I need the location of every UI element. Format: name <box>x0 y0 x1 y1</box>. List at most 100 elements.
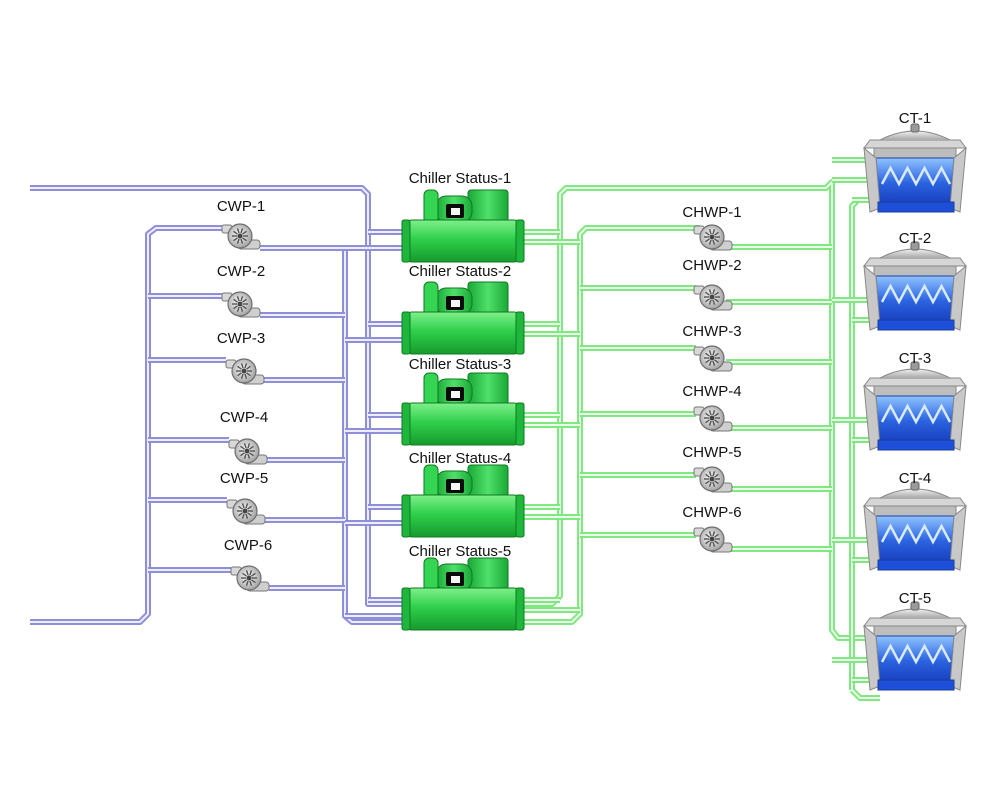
chiller-3-label: Chiller Status-3 <box>408 356 512 373</box>
cwp-2-label: CWP-2 <box>216 263 266 280</box>
ct-3-tower-icon-basin <box>877 439 955 451</box>
chwp-5-pump-icon-vane <box>712 481 716 487</box>
cwp-1-pump-icon-vane <box>233 237 238 242</box>
cwp-4-label: CWP-4 <box>219 409 269 426</box>
chwp-5-pump-icon-vane <box>705 473 710 478</box>
chwp-4-pump-icon-vane <box>705 412 710 417</box>
chwp-4-pump-icon-vane <box>714 412 719 417</box>
ct-4-tower-icon-spray-pattern <box>880 523 952 545</box>
cwp-4-pump-icon-vane <box>247 453 251 459</box>
chwp-5-pump-icon-vane <box>712 471 716 477</box>
ct-4-tower-icon-fan-motor <box>910 481 920 491</box>
chiller-5-label: Chiller Status-5 <box>408 543 512 560</box>
chwp-6-pump-icon-vane <box>712 541 716 547</box>
condenser-water-pipes <box>30 185 405 625</box>
chwp-3-pump-icon <box>693 345 733 372</box>
cwp-4-pump-icon-vane <box>249 445 254 450</box>
cwp-4-pump-icon-vane <box>247 443 251 449</box>
chwp-4-pump-icon-vane <box>712 420 716 426</box>
chiller-2-icon-end-cap-right <box>515 311 525 355</box>
chwp-2-pump-icon-vane <box>712 289 716 295</box>
chwp-4-pump-icon-vane <box>714 419 719 424</box>
chwp-5-pump-icon-vane <box>708 471 712 477</box>
ct-1-tower-icon-deck <box>863 139 967 149</box>
cwp-6-pump-icon-hub <box>246 575 252 581</box>
chwp-3-pump-icon-vane <box>705 352 710 357</box>
chwp-5-pump-icon-vane <box>708 481 712 487</box>
cwp-3-pump-icon-vane <box>246 365 251 370</box>
ct-3-tower-icon-spray-pattern <box>880 403 952 425</box>
ct-4-tower-icon-deck <box>863 497 967 507</box>
chiller-3-icon-control-panel <box>467 372 509 406</box>
ct-5-tower-icon <box>863 601 967 691</box>
ct-3-tower-icon-deck <box>863 377 967 387</box>
ct-2-label: CT-2 <box>898 230 932 247</box>
chwp-5-pump-icon-hub <box>709 476 715 482</box>
ct-2-tower-icon <box>863 241 967 331</box>
cw-return-main-outer <box>30 225 222 625</box>
chilled-water-pipes <box>518 157 880 701</box>
chiller-1-icon-end-cap-right <box>515 219 525 263</box>
cwp-1-pump-icon-vane <box>242 237 247 242</box>
cwp-6-pump-icon-vane <box>245 580 249 586</box>
cwp-6-pump-icon <box>230 565 270 592</box>
chwp-2-pump-icon-vane <box>705 291 710 296</box>
ct-4-tower-icon <box>863 481 967 571</box>
chwp-6-pump-icon-vane <box>708 541 712 547</box>
chwp-3-pump-icon-vane <box>705 359 710 364</box>
chwp-2-pump-icon-vane <box>705 298 710 303</box>
chiller-5-icon <box>401 557 525 631</box>
ct-5-tower-icon-deck <box>863 617 967 627</box>
chwp-3-pump-icon-vane <box>708 360 712 366</box>
cwp-4-pump-icon-vane <box>240 452 245 457</box>
ct-5-tower-icon-spray-pattern <box>880 643 952 665</box>
chwp-5-pump-icon-vane <box>714 473 719 478</box>
chiller-2-icon-end-cap-left <box>401 311 411 355</box>
chiller-1-icon-end-cap-left <box>401 219 411 263</box>
cwp-5-pump-icon-vane <box>245 513 249 519</box>
cwp-3-pump-icon-vane <box>246 372 251 377</box>
chwp-2-pump-icon <box>693 284 733 311</box>
ct-3-tower-icon-fan-motor <box>910 361 920 371</box>
chiller-5-icon-control-panel <box>467 557 509 591</box>
chwp-5-pump-icon <box>693 466 733 493</box>
chiller-1-icon <box>401 189 525 263</box>
chiller-1-icon-status-indicator <box>451 208 460 215</box>
chiller-2-icon-shell <box>405 311 521 355</box>
chiller-1-label: Chiller Status-1 <box>408 170 512 187</box>
cwp-3-pump-icon-vane <box>240 363 244 369</box>
chiller-3-icon-end-cap-right <box>515 402 525 446</box>
chiller-3-icon <box>401 372 525 446</box>
cwp-6-pump-icon-vane <box>242 579 247 584</box>
cwp-2-pump-icon-vane <box>240 296 244 302</box>
cwp-3-pump-icon-vane <box>244 373 248 379</box>
ct-5-tower-icon-basin <box>877 679 955 691</box>
chwp-2-pump-icon-vane <box>708 299 712 305</box>
cwp-4-pump-icon <box>228 438 268 465</box>
chiller-5-icon-shell <box>405 587 521 631</box>
chiller-4-label: Chiller Status-4 <box>408 450 512 467</box>
cwp-4-pump-icon-vane <box>240 445 245 450</box>
chwp-5-label: CHWP-5 <box>682 444 742 461</box>
chw-main-1-outer <box>518 179 868 641</box>
chwp-2-pump-icon-vane <box>712 299 716 305</box>
chwp-2-pump-icon-hub <box>709 294 715 300</box>
cwp-6-label: CWP-6 <box>223 537 273 554</box>
chwp-6-pump-icon-vane <box>708 531 712 537</box>
ct-4-tower-icon-basin <box>877 559 955 571</box>
chwp-5-pump-icon-vane <box>705 480 710 485</box>
chw-main-1-inner <box>518 181 868 639</box>
cw-return-main-inner <box>30 227 222 623</box>
chiller-2-icon <box>401 281 525 355</box>
cwp-5-pump-icon-vane <box>247 512 252 517</box>
cwp-1-pump-icon-vane <box>236 228 240 234</box>
chwp-4-label: CHWP-4 <box>682 383 742 400</box>
chiller-5-icon-status-indicator <box>451 576 460 583</box>
cwp-5-pump-icon-vane <box>247 505 252 510</box>
chiller-4-icon-status-indicator <box>451 483 460 490</box>
chwp-4-pump-icon-hub <box>709 415 715 421</box>
chwp-1-pump-icon <box>693 224 733 251</box>
cwp-1-label: CWP-1 <box>216 198 266 215</box>
cwp-5-pump-icon-vane <box>245 503 249 509</box>
